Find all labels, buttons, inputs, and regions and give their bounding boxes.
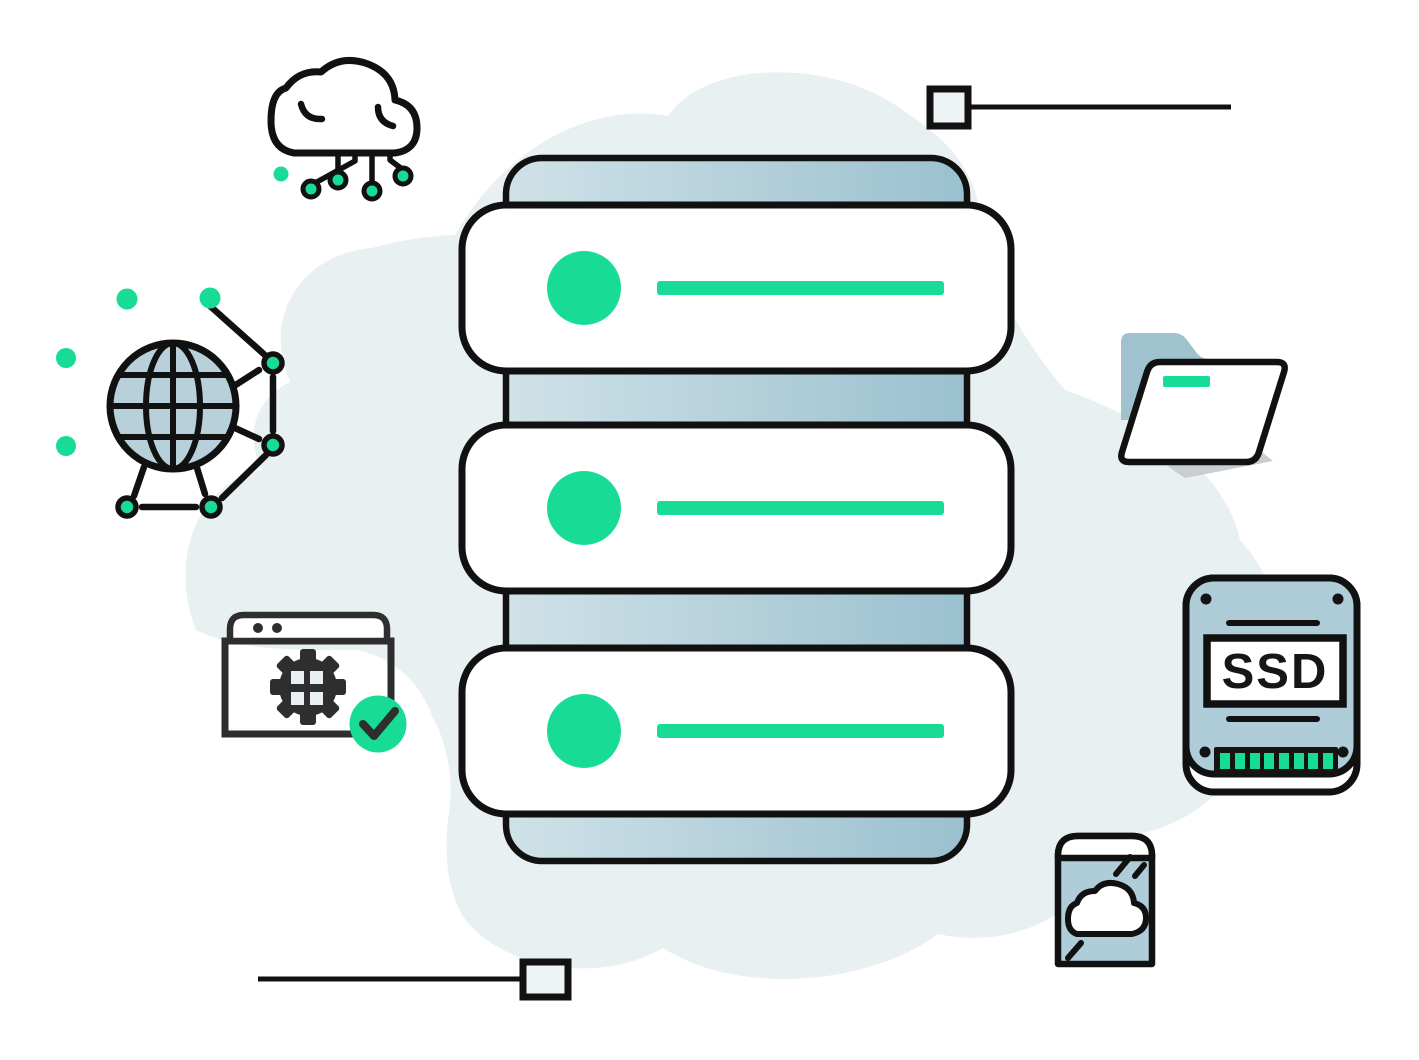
network-dot <box>116 288 138 310</box>
check-badge-icon <box>349 695 407 753</box>
connector-bottom-left <box>258 958 572 1001</box>
browser-dot <box>272 623 282 633</box>
shine-line <box>1113 854 1133 877</box>
server-status-light <box>547 471 621 545</box>
network-node <box>199 495 223 519</box>
check-icon <box>359 707 399 740</box>
screw-dot <box>1337 746 1349 758</box>
screw-dot <box>1199 746 1211 758</box>
globe-grid <box>107 340 239 472</box>
circuit-node <box>300 178 322 200</box>
network-dot <box>199 287 221 309</box>
network-node <box>261 351 285 375</box>
circuit-node <box>392 165 414 187</box>
cloud-crevice-left <box>297 100 326 123</box>
server-status-light <box>547 694 621 768</box>
server-data-bar <box>657 501 944 515</box>
folder-front <box>1118 358 1288 466</box>
cloud-storage-box-icon <box>1054 832 1156 968</box>
ssd-icon: SSD <box>1182 574 1361 796</box>
browser-dot <box>253 623 263 633</box>
network-links <box>130 302 277 511</box>
cloud-outline <box>267 56 421 157</box>
screw-dot <box>1200 593 1212 605</box>
server-row-3 <box>458 644 1015 818</box>
browser-titlebar <box>226 611 391 645</box>
cloud-icon <box>1065 879 1149 937</box>
network-node <box>115 495 139 519</box>
network-dot <box>56 436 76 456</box>
circuit-node <box>361 180 383 202</box>
network-dot <box>56 348 76 368</box>
server-row-2 <box>458 421 1015 595</box>
settings-browser-icon <box>221 611 407 753</box>
shine-line <box>1065 940 1084 961</box>
connector-square-icon <box>519 958 572 1001</box>
circuit-node <box>327 169 349 191</box>
gear-icon <box>270 649 346 725</box>
network-node <box>261 433 285 457</box>
screw-dot <box>1332 593 1344 605</box>
folder-icon <box>1118 333 1288 478</box>
box-lid <box>1054 832 1156 862</box>
global-network-icon <box>56 287 285 519</box>
shine-line <box>1132 862 1147 879</box>
connector-square-icon <box>926 85 972 130</box>
ssd-label: SSD <box>1222 645 1329 699</box>
connector-top-right <box>926 85 1231 130</box>
ssd-label-plate <box>1203 634 1347 708</box>
ssd-connector-pins <box>1214 747 1338 774</box>
server-row-1 <box>458 201 1015 375</box>
server-data-bar <box>657 724 944 738</box>
server-stack <box>458 154 1015 865</box>
server-data-bar <box>657 281 944 295</box>
server-status-light <box>547 251 621 325</box>
cloud-computing-icon <box>267 56 421 202</box>
cloud-crevice-right <box>374 103 397 130</box>
circuit-dot <box>273 166 289 182</box>
folder-label-bar <box>1163 376 1210 387</box>
